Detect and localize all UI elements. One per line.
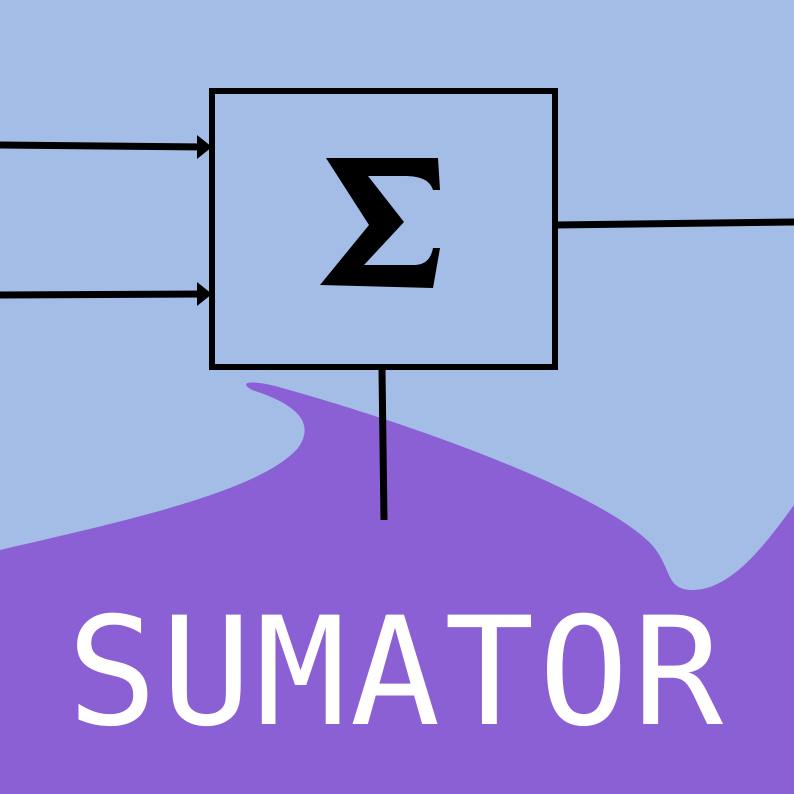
input-line-1 [0, 141, 207, 151]
purple-wave [0, 382, 794, 794]
input-arrow-1 [197, 135, 212, 159]
input-arrow-2 [197, 282, 212, 306]
output-line [554, 218, 794, 229]
vertical-output-line [378, 369, 388, 521]
input-line-2 [0, 290, 207, 299]
title-text: SUMATOR [66, 586, 728, 760]
sigma-icon [320, 158, 440, 288]
